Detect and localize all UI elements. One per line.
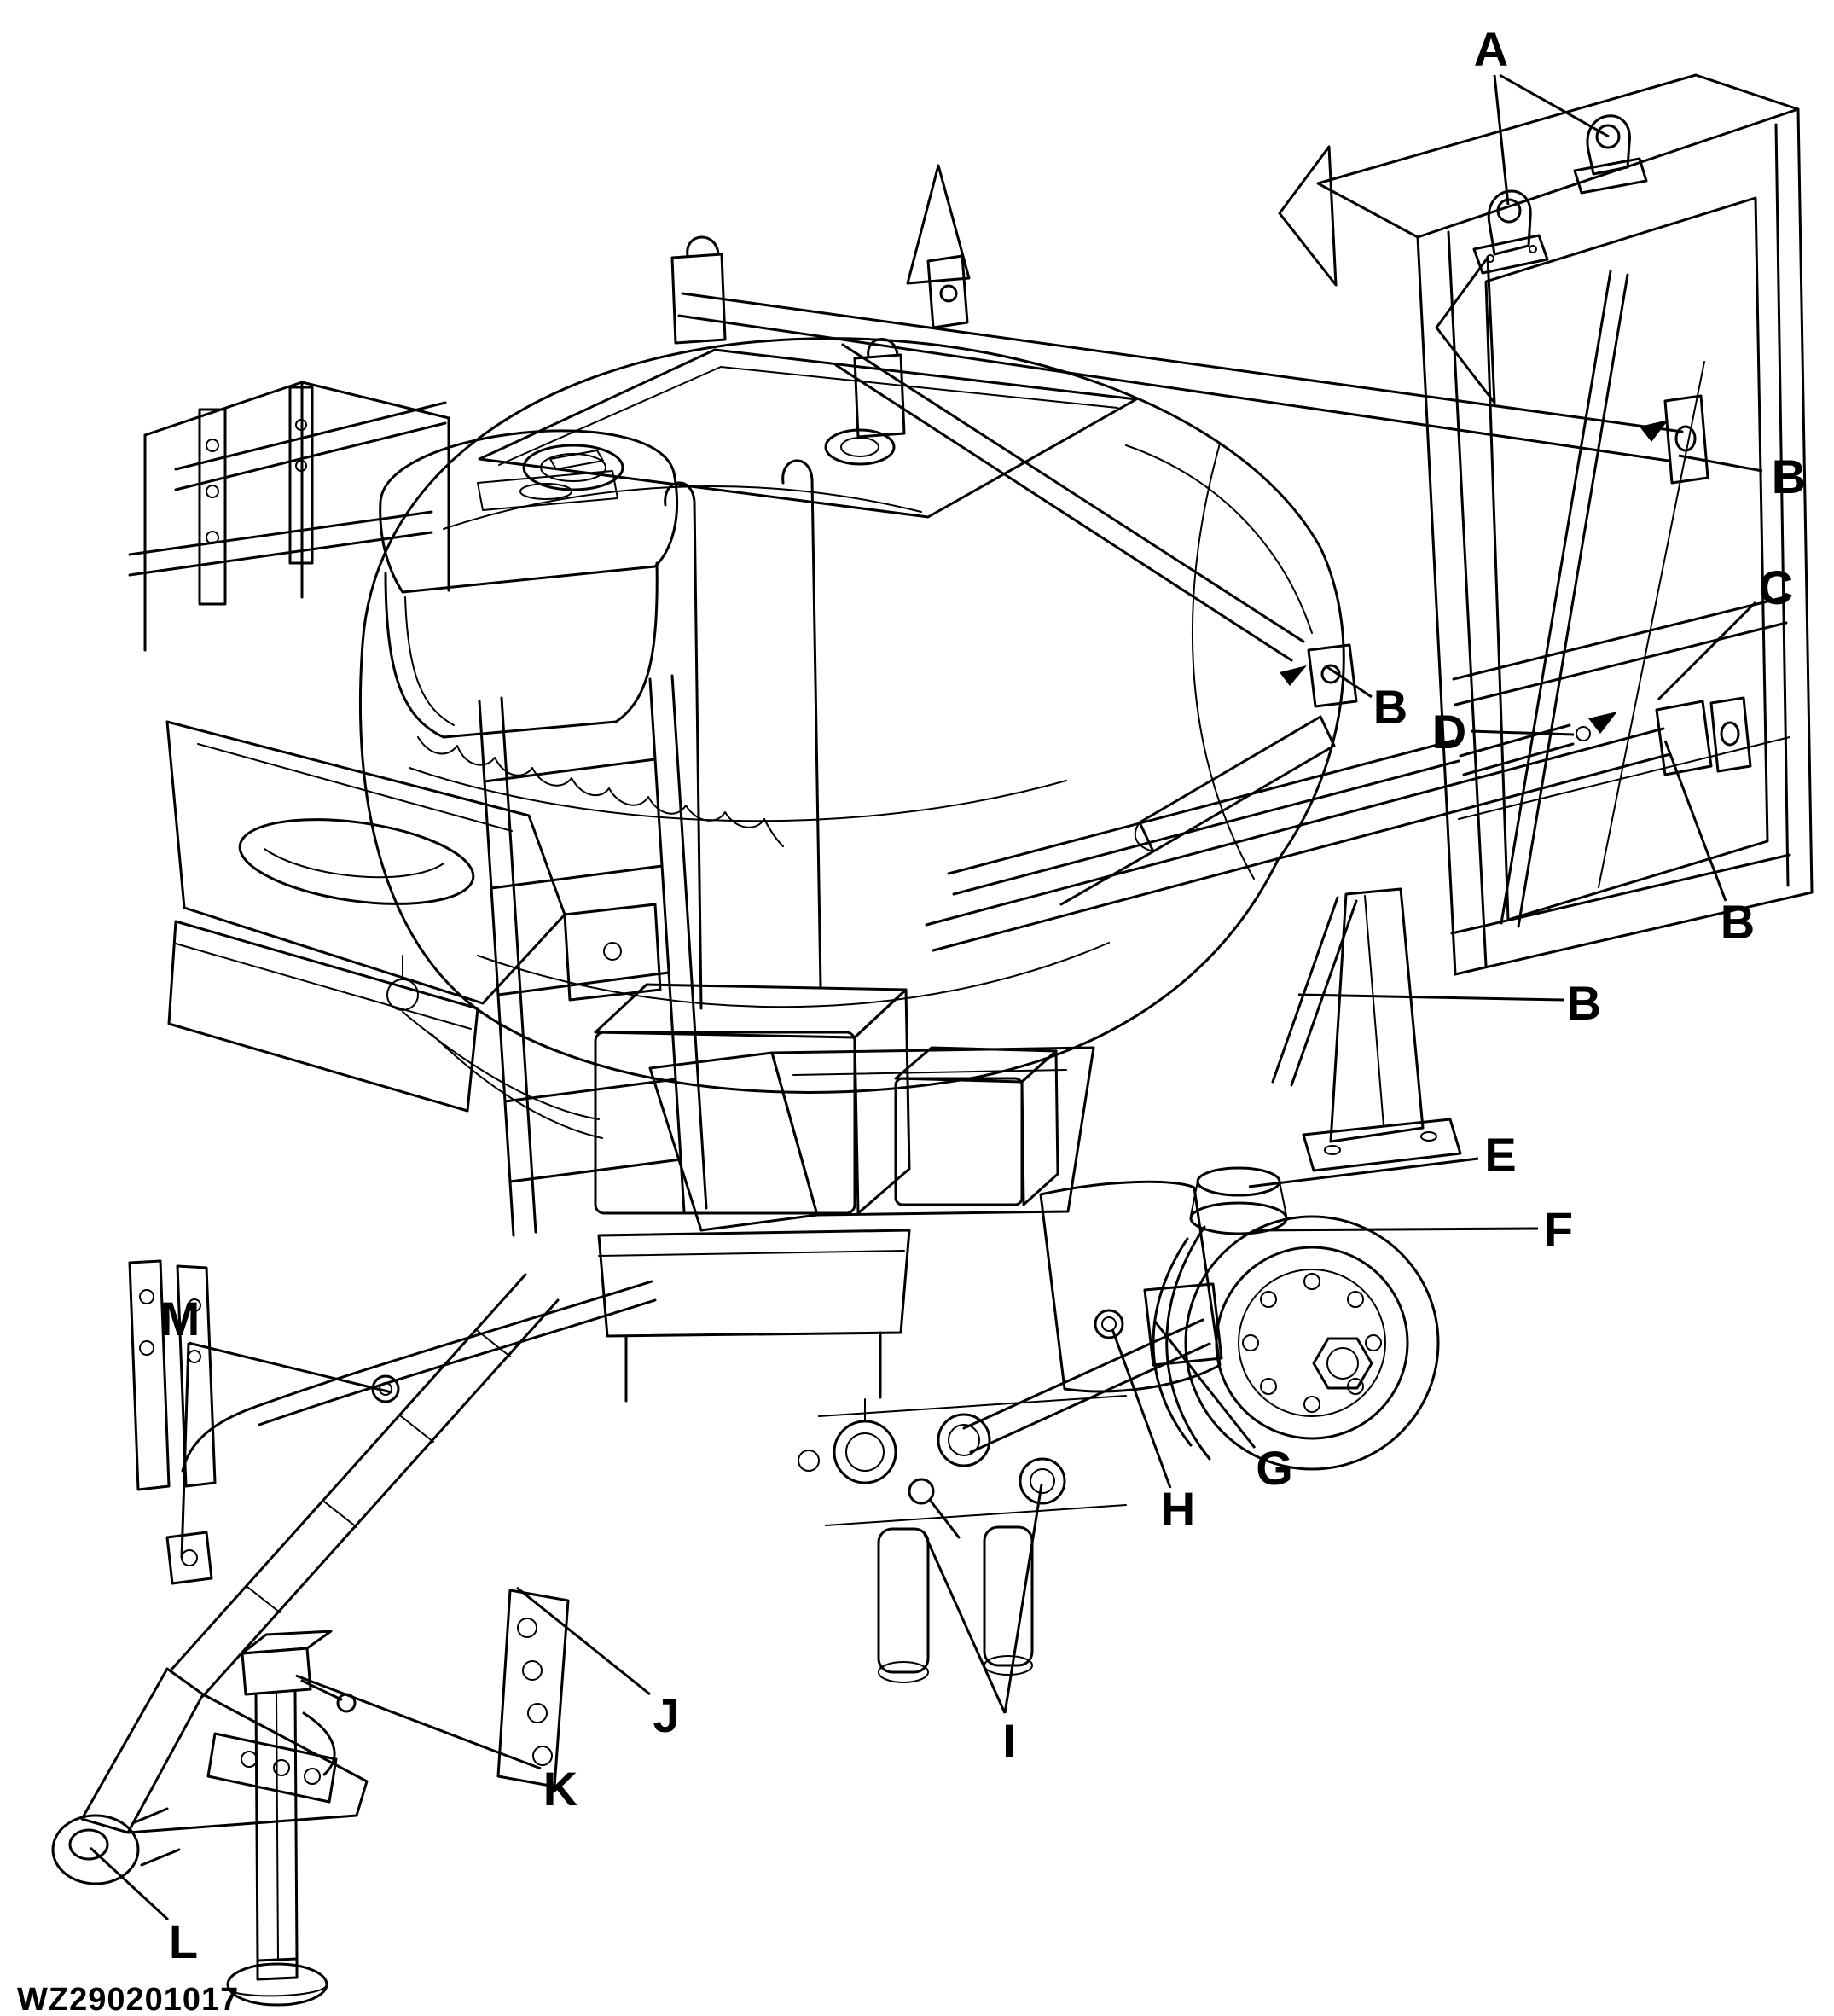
callout-H-leader-0 (1111, 1328, 1172, 1489)
ladder (478, 459, 822, 1237)
callout-A-leader-1 (1499, 73, 1610, 138)
figure-code: WZ290201017 (17, 1982, 239, 2016)
callout-C-leader-0 (1657, 601, 1757, 701)
callout-label-K-13: K (543, 1762, 577, 1816)
callout-label-B-4: B (1373, 680, 1407, 734)
callout-label-L-14: L (169, 1914, 198, 1968)
callout-label-B-6: B (1567, 976, 1601, 1030)
callout-L-leader-0 (89, 1846, 170, 1921)
machine-line-art (51, 73, 1814, 2007)
callout-B-leader-0 (1663, 740, 1727, 902)
rear-lift-frame (906, 73, 1814, 976)
callout-label-B-1: B (1772, 450, 1806, 503)
callout-D-leader-0 (1470, 729, 1575, 736)
lifting-eye-icon (1573, 114, 1648, 195)
callout-B-leader-0 (1326, 665, 1373, 699)
callout-label-G-9: G (1256, 1441, 1293, 1495)
callout-A-leader-0 (1493, 74, 1510, 206)
callout-E-leader-0 (1248, 1157, 1479, 1188)
callout-M-leader-0 (188, 1341, 392, 1394)
callout-F-leader-0 (1255, 1227, 1539, 1232)
callout-label-A-0: A (1474, 22, 1508, 76)
callout-B-leader-0 (1678, 454, 1763, 473)
callout-G-leader-0 (1153, 1321, 1257, 1449)
callout-label-B-5: B (1721, 895, 1755, 949)
callout-J-leader-0 (516, 1586, 651, 1696)
lifting-eye-icon (1472, 189, 1549, 275)
callout-label-C-2: C (1759, 561, 1793, 614)
transport-bars (670, 235, 1709, 662)
front-chassis (51, 1259, 657, 1885)
callout-label-J-12: J (653, 1688, 679, 1742)
callout-I-leader-1 (1003, 1484, 1043, 1714)
callout-label-H-10: H (1161, 1482, 1195, 1536)
callout-I-leader-0 (922, 1531, 1007, 1714)
callout-K-leader-0 (295, 1674, 542, 1770)
callout-label-I-11: I (1002, 1714, 1016, 1768)
valve-cluster (798, 1395, 1127, 1683)
equipment-boxes (386, 903, 1059, 1403)
callout-label-D-3: D (1432, 705, 1466, 758)
axle-and-hub (962, 887, 1462, 1471)
parking-jack (226, 1630, 357, 2007)
clean-water-tank (379, 429, 679, 739)
callout-label-E-7: E (1484, 1128, 1516, 1182)
rubber-buffer-icon (1189, 1166, 1288, 1235)
main-tank (358, 337, 1345, 1232)
lower-links (925, 643, 1752, 952)
hitch-ring-icon (51, 1807, 181, 1885)
callout-label-F-8: F (1544, 1202, 1573, 1256)
induction-hopper (165, 720, 784, 1113)
callout-B-leader-0 (1297, 993, 1564, 1002)
callout-label-M-15: M (160, 1292, 200, 1345)
handrails (128, 381, 450, 652)
callout-M-leader-1 (180, 1342, 190, 1559)
